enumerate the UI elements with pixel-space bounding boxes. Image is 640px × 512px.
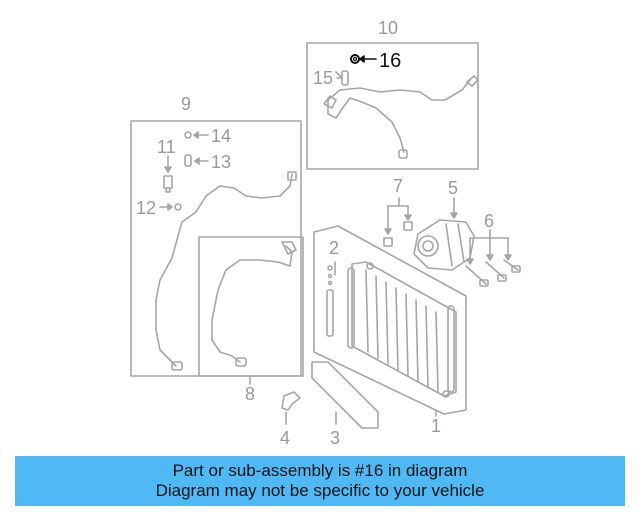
- left-refrigerant-pipe: [155, 173, 293, 367]
- callout-7: 7: [393, 176, 403, 196]
- callout-13: 13: [211, 152, 231, 172]
- callout-14: 14: [211, 126, 231, 146]
- part-4-bracket: [281, 391, 301, 411]
- middle-refrigerant-pipe: [211, 245, 293, 363]
- callout-12: 12: [136, 198, 156, 218]
- callout-11: 11: [157, 137, 176, 157]
- part-5-compressor: [413, 197, 475, 271]
- callout-16: 16: [379, 50, 401, 72]
- callout-9: 9: [181, 94, 191, 114]
- info-banner: Part or sub-assembly is #16 in diagram D…: [15, 456, 625, 506]
- callout-8: 8: [245, 384, 255, 404]
- callout-5: 5: [448, 178, 458, 198]
- callout-3: 3: [330, 428, 340, 448]
- part-14-o-ring: [184, 131, 192, 139]
- part-16-o-ring: [350, 54, 377, 64]
- callout-10: 10: [378, 18, 398, 38]
- callout-1: 1: [431, 416, 441, 436]
- part-3-seal-strip: [311, 361, 379, 429]
- upper-refrigerant-pipe: [327, 79, 471, 153]
- callout-2: 2: [329, 238, 339, 258]
- part-7-nuts: [383, 197, 413, 247]
- callout-6: 6: [484, 211, 494, 231]
- group-box-8: [198, 236, 304, 377]
- part-13-valve-cap: [184, 154, 192, 167]
- banner-line-1: Part or sub-assembly is #16 in diagram: [172, 461, 468, 480]
- part-11-pressure-sensor: [163, 175, 173, 193]
- part-1-condenser: [313, 225, 467, 415]
- part-2-drier-cartridge: [326, 265, 334, 337]
- part-12-o-ring: [174, 203, 182, 211]
- part-6-bolts: [465, 229, 521, 287]
- group-box-10: [306, 42, 479, 170]
- callout-15: 15: [313, 68, 333, 88]
- callout-4: 4: [280, 428, 290, 448]
- banner-line-2: Diagram may not be specific to your vehi…: [155, 481, 485, 500]
